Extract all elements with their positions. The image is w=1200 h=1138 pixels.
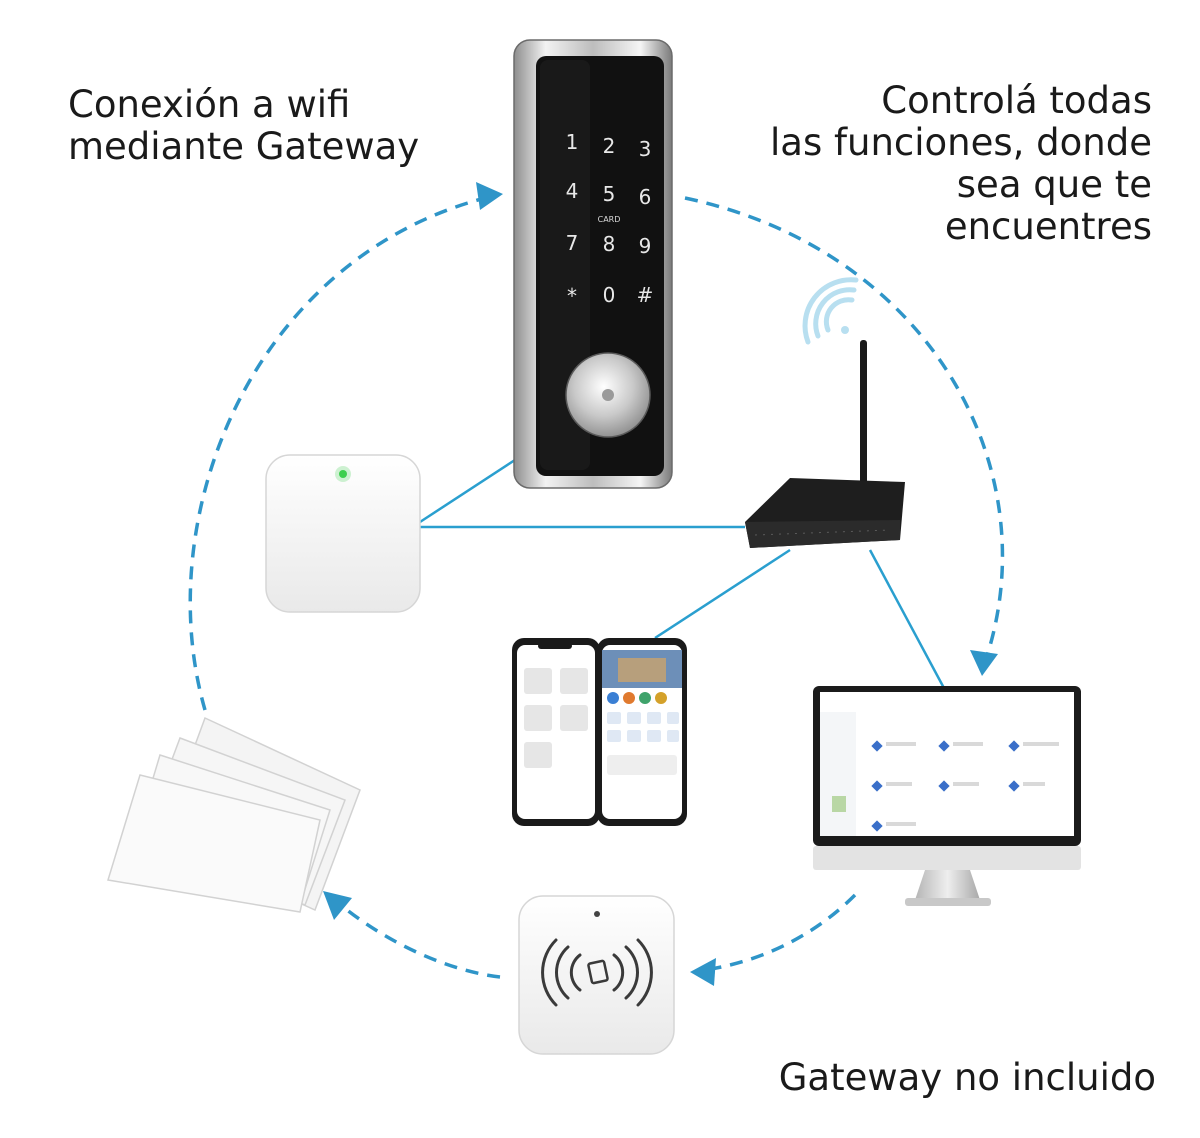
- flow-arc-top-right: [684, 196, 1005, 663]
- flow-arc-bottom-left: [333, 898, 501, 979]
- lock-keypad: 1 2 3 4 5 6 7 8 9 * 0 #: [566, 130, 654, 308]
- arrowhead-bottom-left: [323, 891, 352, 920]
- connection-lines: [419, 456, 947, 691]
- flow-arrows: [188, 196, 1005, 979]
- key-0: 0: [603, 283, 616, 307]
- gateway-hub: [265, 454, 421, 613]
- key-hash: #: [637, 283, 654, 307]
- key-5: 5: [603, 182, 616, 206]
- key-3: 3: [639, 137, 652, 161]
- key-7: 7: [566, 231, 579, 255]
- smartphone-left: [512, 638, 600, 826]
- flow-arc-bottom-right: [704, 893, 857, 972]
- arrowhead-top-left: [476, 182, 503, 210]
- door-lock: 1 2 3 4 5 6 7 8 9 * 0 # CARD: [513, 39, 673, 489]
- smartphone-right: [597, 638, 687, 826]
- router-antenna: [860, 340, 867, 485]
- link-router-phone: [654, 548, 791, 640]
- link-router-monitor: [868, 549, 947, 691]
- card-label: CARD: [598, 215, 621, 224]
- flow-arc-top-left: [188, 196, 486, 711]
- caption-gateway-not-included: Gateway no incluido: [779, 1057, 1156, 1099]
- caption-line: Controlá todas: [881, 79, 1152, 122]
- caption-line: mediante Gateway: [68, 125, 420, 168]
- status-led: [339, 470, 347, 478]
- caption-line: las funciones, donde: [769, 121, 1152, 164]
- key-star: *: [567, 284, 577, 308]
- rfid-card-reader: [518, 895, 675, 1055]
- key-1: 1: [566, 130, 579, 154]
- arrowhead-top-right: [970, 650, 998, 676]
- flow-arrowheads: [323, 182, 998, 986]
- key-4: 4: [566, 179, 579, 203]
- caption-line: encuentres: [944, 205, 1152, 248]
- caption-line: sea que te: [956, 163, 1152, 206]
- key-8: 8: [603, 232, 616, 256]
- key-2: 2: [603, 134, 616, 158]
- key-9: 9: [639, 234, 652, 258]
- caption-line: Gateway no incluido: [778, 1056, 1156, 1099]
- key-6: 6: [639, 185, 652, 209]
- caption-line: Conexión a wifi: [68, 83, 351, 126]
- link-hub-lock: [419, 456, 519, 524]
- wifi-signal-icon: [802, 277, 859, 345]
- caption-remote-control: Controlá todas las funciones, donde sea …: [770, 80, 1152, 248]
- wifi-router: [745, 340, 905, 548]
- caption-gateway-connection: Conexión a wifi mediante Gateway: [68, 84, 419, 168]
- arrowhead-bottom-right: [690, 958, 716, 986]
- access-cards: [107, 716, 361, 913]
- desktop-monitor: [813, 686, 1081, 906]
